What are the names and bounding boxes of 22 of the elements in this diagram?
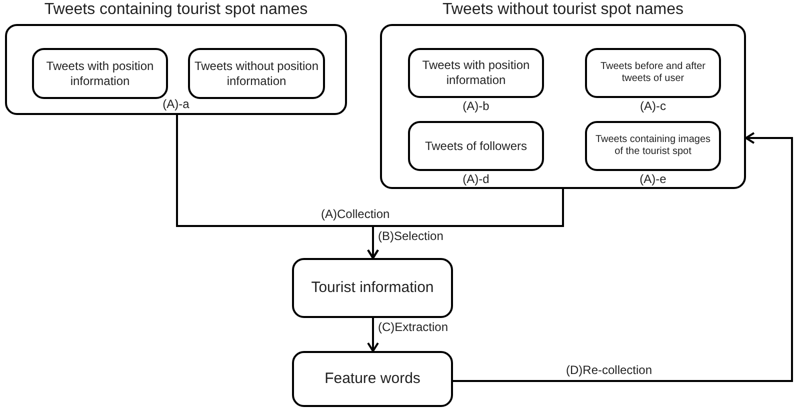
connector-arrow [367,318,379,352]
connector-arrow [367,189,564,259]
node-caption: (A)-d [462,173,490,185]
rounded-box: Tweets with position information [408,48,544,98]
group-title: Tweets without tourist spot names [442,2,684,18]
node-caption: (A)-b [462,100,490,112]
node-caption: (A)-c [639,100,667,112]
rounded-box: Feature words [292,351,453,407]
rounded-box: Tweets containing images of the tourist spot [585,121,721,171]
edge-label: (B)Selection [377,230,444,242]
rounded-box: Tweets without position information [188,48,325,99]
rounded-box: Tweets before and after tweets of user [585,48,721,98]
group-title: Tweets containing tourist spot names [43,2,309,18]
rounded-box: Tourist information [292,258,453,318]
edge-label: (C)Extraction [377,321,450,333]
connector-arrow [453,132,793,382]
edge-label: (D)Re-collection [565,364,654,376]
group-caption: (A)-a [162,98,190,110]
edge-label: (A)Collection [320,208,391,220]
rounded-box: Tweets with position information [32,48,168,99]
rounded-box: Tweets of followers [408,121,544,171]
node-caption: (A)-e [638,173,668,185]
